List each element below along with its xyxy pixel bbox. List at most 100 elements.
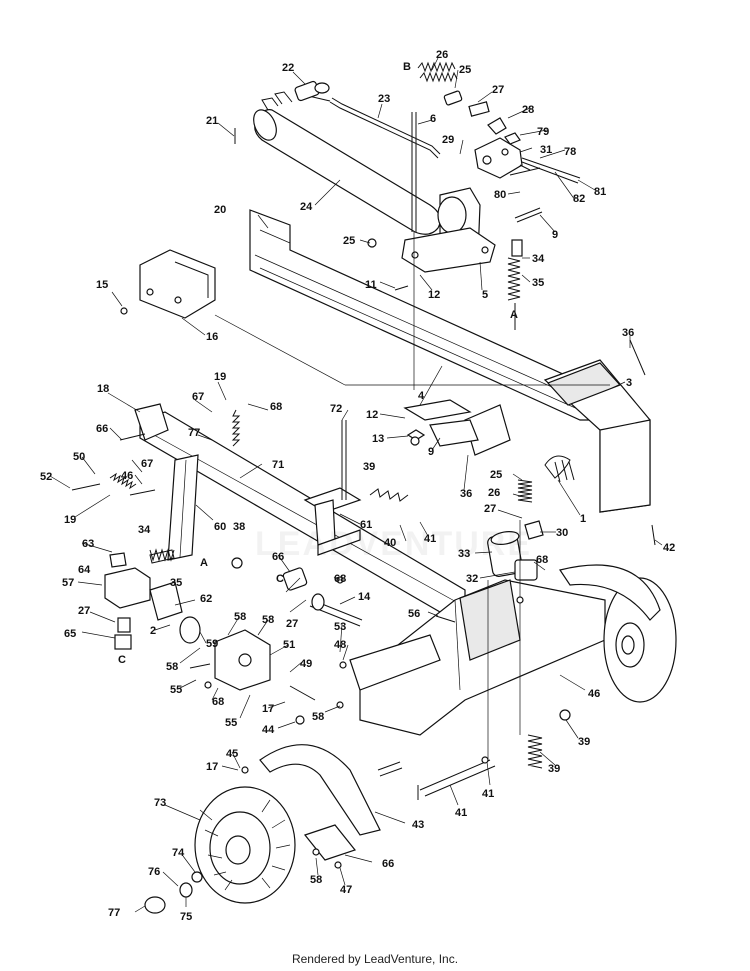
end-plate: [543, 359, 651, 513]
part-label: 72: [330, 403, 342, 415]
part-label: 53: [334, 621, 346, 633]
part-label: 41: [455, 807, 467, 819]
part-label: 77: [188, 427, 200, 439]
part-label: 74: [172, 847, 185, 859]
cylinder-mount: [401, 187, 496, 273]
part-label: 23: [378, 93, 390, 105]
part-label: 27: [484, 503, 496, 515]
part-label: 52: [40, 471, 52, 483]
part-label: 15: [96, 279, 108, 291]
part-label: 32: [466, 573, 478, 585]
part-label: 25: [459, 64, 471, 76]
part-label: 78: [564, 146, 576, 158]
part-label: 51: [283, 639, 295, 651]
part-label: 6: [430, 113, 436, 125]
part-label: 66: [272, 551, 284, 563]
part-label: 48: [334, 639, 346, 651]
frame-axle: [349, 579, 606, 736]
hydraulic-tube: [329, 97, 441, 159]
part-label: 66: [382, 858, 394, 870]
part-label: 34: [138, 524, 151, 536]
part-label: 73: [154, 797, 166, 809]
part-label: 19: [214, 371, 226, 383]
part-label: 58: [166, 661, 178, 673]
watermark: LEADVENTURE: [255, 525, 532, 563]
part-label: 79: [537, 126, 549, 138]
part-label: 28: [522, 104, 534, 116]
part-label: 11: [365, 279, 377, 291]
part-label: 64: [78, 564, 91, 576]
small-fasteners: [71, 128, 656, 869]
part-label: 56: [408, 608, 420, 620]
part-label: 46: [588, 688, 600, 700]
part-label: 31: [540, 144, 552, 156]
part-label: 46: [121, 470, 133, 482]
part-label: 18: [97, 383, 109, 395]
part-label: 27: [286, 618, 298, 630]
part-label: 39: [363, 461, 375, 473]
part-label: 59: [206, 638, 218, 650]
part-label: 12: [366, 409, 378, 421]
tow-tongue: [134, 403, 466, 613]
part-label: 68: [536, 554, 548, 566]
wedge-plate: [403, 399, 511, 456]
part-label: 5: [482, 289, 488, 301]
part-label: 55: [225, 717, 237, 729]
part-label: 58: [310, 874, 322, 886]
part-label: 9: [428, 446, 434, 458]
wedge-bracket: [139, 249, 216, 319]
part-label: 61: [360, 519, 372, 531]
footer-credit: Rendered by LeadVenture, Inc.: [291, 952, 459, 966]
part-label: 26: [488, 487, 500, 499]
part-label: 27: [492, 84, 504, 96]
part-label: 58: [262, 614, 274, 626]
part-label: 24: [300, 201, 313, 213]
part-label: 63: [82, 538, 94, 550]
part-label: 36: [622, 327, 634, 339]
part-label: 77: [108, 907, 120, 919]
ref-letter-a: A: [200, 557, 208, 569]
part-label: 80: [494, 189, 506, 201]
part-label: 2: [150, 625, 156, 637]
part-label: 35: [532, 277, 544, 289]
part-label: 25: [490, 469, 502, 481]
part-label: 68: [270, 401, 282, 413]
part-label: 45: [226, 748, 238, 760]
part-label: 30: [556, 527, 568, 539]
pump-assembly: [104, 548, 271, 691]
part-label: 16: [206, 331, 218, 343]
part-label: 27: [78, 605, 90, 617]
part-label: 42: [663, 542, 675, 554]
part-label: 41: [424, 533, 436, 545]
hose-spring-top: [417, 61, 458, 83]
part-label: 44: [262, 724, 275, 736]
hose-spring-right: [507, 239, 523, 330]
part-label: 12: [428, 289, 440, 301]
ref-letter-a: A: [510, 309, 518, 321]
part-label: 1: [580, 513, 586, 525]
part-label: 25: [343, 235, 355, 247]
part-label: 68: [334, 573, 346, 585]
part-label: 49: [300, 658, 312, 670]
part-label: 71: [272, 459, 284, 471]
part-label: 38: [233, 521, 245, 533]
part-label: 76: [148, 866, 160, 878]
part-label: 22: [282, 62, 294, 74]
left-wheel: [194, 744, 381, 904]
part-label: 17: [206, 761, 218, 773]
part-label: 9: [552, 229, 558, 241]
part-label: 41: [482, 788, 494, 800]
ref-letter-b: B: [403, 61, 411, 73]
part-label: 34: [532, 253, 545, 265]
part-label: 36: [460, 488, 472, 500]
control-valve: [443, 90, 581, 184]
part-label: 43: [412, 819, 424, 831]
part-label: 57: [62, 577, 74, 589]
part-label: 58: [234, 611, 246, 623]
part-labels: 21 22 23 24 20 25 6 11 12 5 9 34 35 A B …: [40, 49, 675, 923]
hose-lower: [282, 567, 363, 627]
part-label: 65: [64, 628, 76, 640]
part-label: 68: [212, 696, 224, 708]
leg-stand: [167, 454, 199, 561]
